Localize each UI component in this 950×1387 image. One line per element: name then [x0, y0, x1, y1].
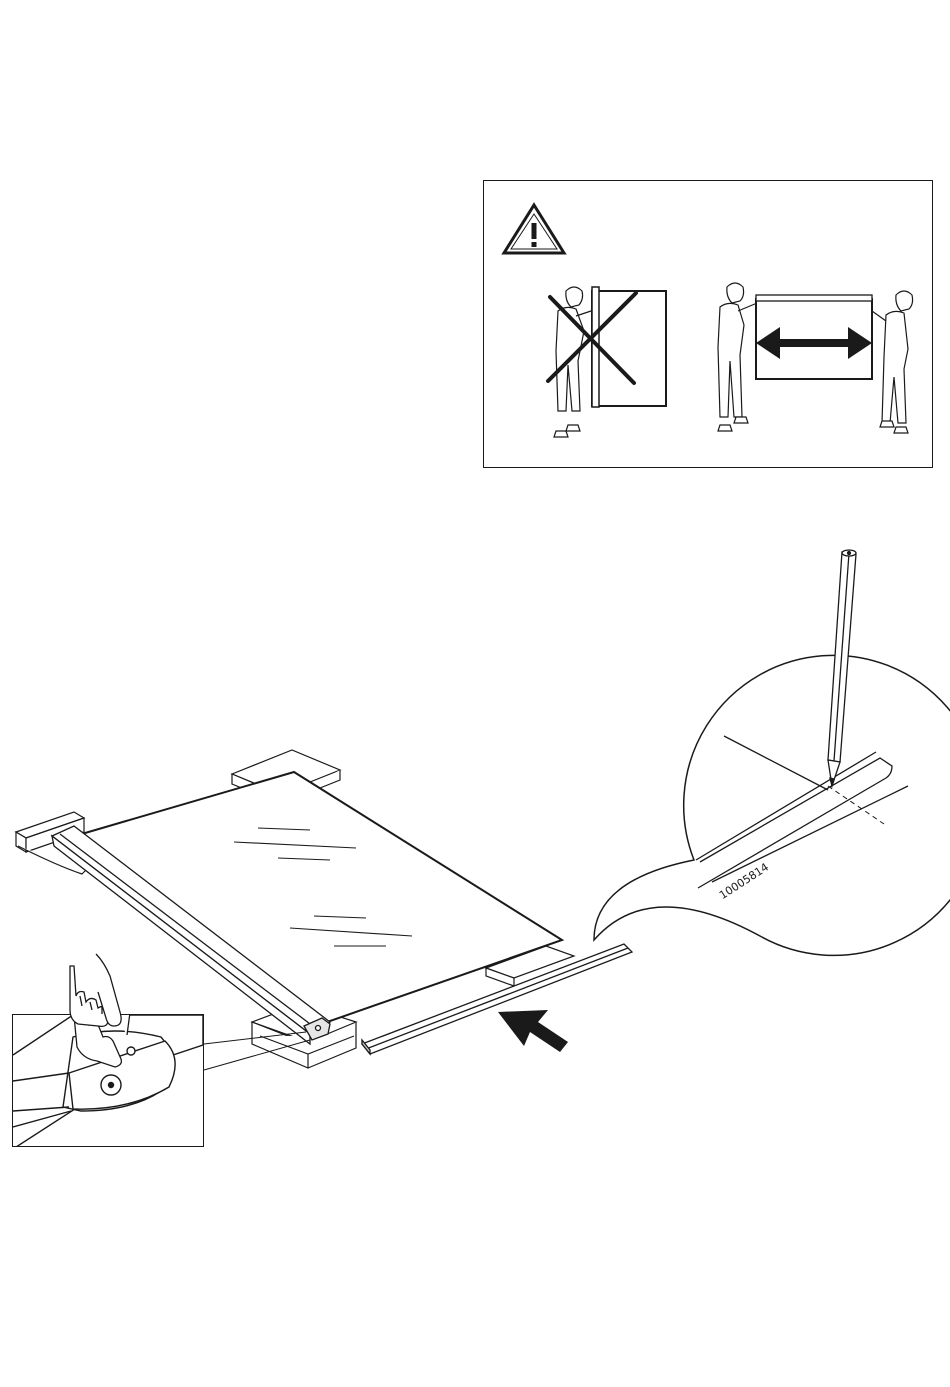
warning-panel	[483, 180, 933, 468]
person-right	[872, 291, 913, 433]
incorrect-panel	[592, 287, 666, 407]
hand-icon	[66, 950, 146, 1040]
push-arrow-icon	[498, 1010, 568, 1052]
warning-triangle-icon	[504, 205, 564, 253]
magnifier-callout	[594, 655, 950, 955]
